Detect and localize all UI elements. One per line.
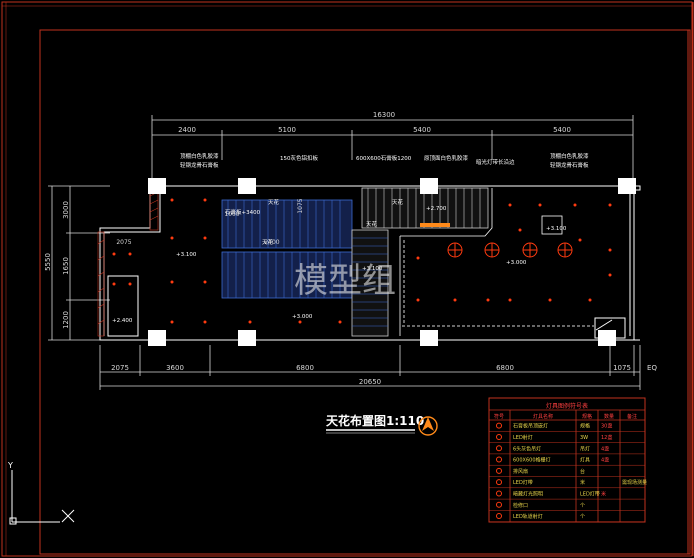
legend-row-name: LED射灯 [513, 434, 533, 441]
column-posts [148, 178, 636, 346]
legend-row-spec: 台 [580, 468, 585, 475]
pendant-lamps [447, 242, 573, 258]
dim-left-seg-2: 1650 [62, 257, 70, 275]
legend-symbol-icon [496, 467, 502, 474]
dimension-left [48, 185, 110, 341]
note-pink: 原顶面白色乳胶漆 [424, 154, 469, 162]
dim-inner-left: 2075 [116, 239, 131, 246]
dimension-top-total [151, 115, 634, 180]
legend-row-qty: 米 [601, 490, 606, 497]
dim-bottom-seg-2: 3600 [166, 364, 184, 372]
dim-bottom-seg-1: 2075 [111, 364, 129, 372]
legend-row-name: LED灯带 [513, 479, 533, 486]
dim-bottom-seg-4: 6800 [496, 364, 514, 372]
dim-top-seg-2: 5100 [278, 126, 296, 134]
legend-header-name: 灯具名称 [533, 413, 553, 420]
lvl-3100: +3.100 [176, 252, 197, 258]
lvl-3100b: +3.100 [546, 226, 567, 232]
watermark-text: 模型组 [294, 261, 396, 301]
dim-top-seg-3: 5400 [413, 126, 431, 134]
note-150: 150灰色铝扣板 [280, 154, 318, 162]
note-top-left-2: 轻钢龙骨石膏板 [180, 161, 219, 169]
legend-row-spec: 规格 [580, 423, 590, 430]
legend-symbol-icon [496, 513, 502, 520]
legend-row-spec: 个 [580, 514, 585, 520]
dim-bottom-seg-3: 6800 [296, 364, 314, 372]
ucs-y-label: Y [7, 461, 13, 470]
legend-symbol-icon [496, 456, 502, 463]
dim-left-seg-3: 1200 [62, 311, 70, 329]
legend-row-note: 需现场测量 [622, 479, 647, 486]
room-a: 天花 [268, 198, 280, 206]
lvl-3100c: +3.100 [362, 266, 383, 272]
legend-row-qty: 30盏 [601, 423, 612, 430]
legend-header-qty: 数量 [604, 413, 614, 420]
ceiling-lights [112, 198, 612, 324]
annotations: 顶棚白色乳胶漆 轻钢龙骨石膏板 150灰色铝扣板 600X600石膏板1200 … [112, 152, 589, 324]
legend-row-qty: 12盏 [601, 434, 612, 441]
dim-bottom-seg-5: 1075 [613, 364, 631, 372]
legend-row-spec: 灯具 [580, 457, 590, 464]
dim-top-seg-1: 2400 [178, 126, 196, 134]
legend-title: 灯具图例符号表 [546, 402, 588, 410]
dim-bottom-total: 20650 [359, 378, 381, 386]
lvl-3000: +3.000 [292, 314, 313, 320]
legend-symbol-icon [496, 445, 502, 452]
lvl-3000b: +3.000 [506, 260, 527, 266]
legend-row-name: 600X600格栅灯 [513, 457, 551, 464]
ceiling-panels [221, 187, 594, 337]
legend-symbol-icon [496, 490, 502, 497]
dimension-top-segments [152, 130, 633, 160]
dim-inner-1000: 1000 [224, 211, 239, 218]
legend-row-name: 排风扇 [513, 468, 528, 475]
legend-row-name: 6头灰色吊灯 [513, 445, 541, 452]
room-b: 天花 [262, 238, 274, 246]
legend-symbol-icon [496, 422, 502, 429]
legend-row-name: LED轨道射灯 [513, 513, 543, 520]
dim-left-total: 5550 [44, 253, 52, 271]
legend-symbol-icon [496, 433, 502, 440]
grille-light [541, 215, 563, 235]
legend-header-spec: 规格 [582, 413, 592, 420]
dim-bottom-seg-6: EQ [647, 364, 657, 372]
wall-hatch [97, 189, 159, 337]
drawing-title: 天花布置图1:110 [326, 413, 424, 428]
north-arrow-icon [418, 416, 438, 436]
legend-rows: 石膏板吊顶嵌灯 规格 30盏 LED射灯 3W 12盏 6头灰色吊灯 吊灯 4盏 600X600格… [489, 422, 647, 522]
dimension-bottom [99, 345, 641, 390]
dim-inner-1075: 1075 [297, 198, 304, 213]
legend-row-name: 暗藏灯光照明 [513, 490, 543, 497]
dim-inner-2400: 2400 [264, 239, 279, 246]
ucs-axis-icon [9, 470, 75, 525]
lvl-2400: +2.400 [112, 318, 133, 324]
legend-symbol-icon [496, 479, 502, 486]
dim-top-seg-4: 5400 [553, 126, 571, 134]
legend-row-spec: 米 [580, 479, 585, 486]
note-600: 600X600石膏板1200 [356, 154, 412, 162]
legend-row-spec: 3W [580, 435, 588, 441]
room-d: 天花 [392, 198, 404, 206]
legend-row-spec: LED灯带 [580, 490, 600, 497]
note-top-right-2: 轻钢龙骨石膏板 [550, 161, 589, 169]
legend-table: 石膏板吊顶嵌灯 规格 30盏 LED射灯 3W 12盏 6头灰色吊灯 吊灯 4盏 600X600格… [488, 397, 647, 523]
legend-row-spec: 个 [580, 503, 585, 509]
room-e: 天花 [366, 220, 378, 228]
legend-row-qty: 4盏 [601, 457, 609, 464]
room-c: 石膏板+3400 [225, 208, 261, 216]
lvl-2700: +2.700 [426, 206, 447, 212]
legend-header-note: 备注 [627, 413, 637, 420]
legend-header-symbol: 符号 [494, 413, 504, 420]
legend-row-name: 石膏板吊顶嵌灯 [513, 423, 548, 430]
legend-row-name: 检修口 [513, 502, 528, 509]
dim-left-seg-1: 3000 [62, 201, 70, 219]
legend-row-spec: 吊灯 [580, 445, 590, 452]
note-top-right-1: 顶棚白色乳胶漆 [550, 152, 589, 160]
note-light-slot: 暗光灯带长沿边 [476, 158, 515, 166]
legend-symbol-icon [496, 501, 502, 508]
legend-row-qty: 4盏 [601, 445, 609, 452]
note-top-left-1: 顶棚白色乳胶漆 [180, 152, 219, 160]
dim-top-total: 16300 [373, 111, 395, 119]
